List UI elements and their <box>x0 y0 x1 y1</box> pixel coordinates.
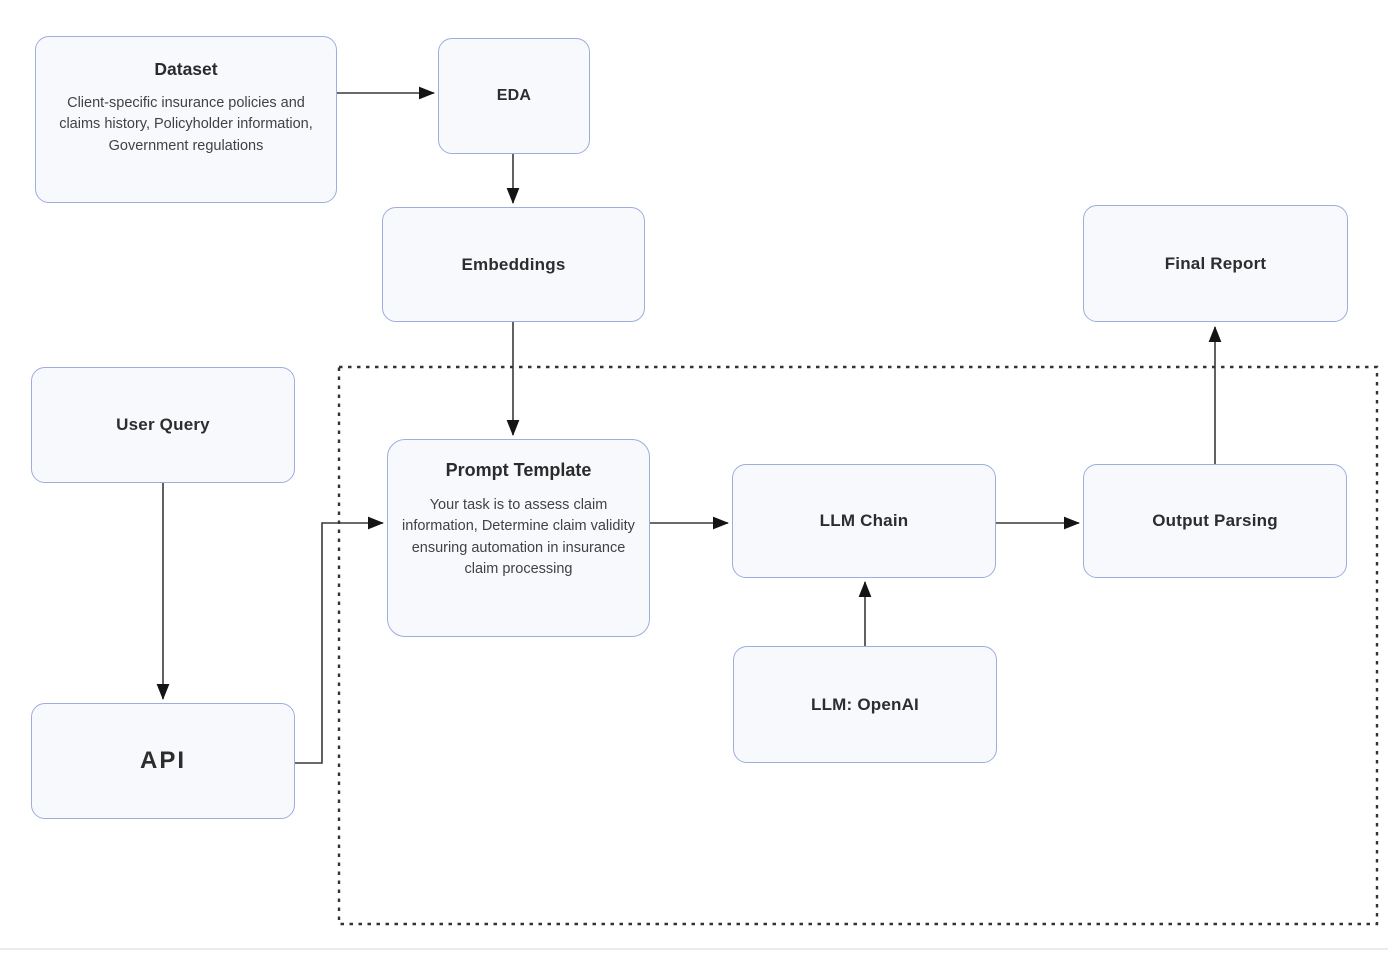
node-dataset-description: Client-specific insurance policies and c… <box>59 95 313 154</box>
node-prompt-template-title: Prompt Template <box>445 460 592 480</box>
node-llm-openai-label: LLM: OpenAI <box>811 694 919 714</box>
node-dataset: Dataset Client-specific insurance polici… <box>35 36 337 203</box>
node-user-query-label: User Query <box>116 415 210 434</box>
node-llm-openai: LLM: OpenAI <box>733 646 997 763</box>
node-prompt-template-description: Your task is to assess claim information… <box>402 497 635 578</box>
node-prompt-template: Prompt Template Your task is to assess c… <box>387 439 650 637</box>
node-output-parsing-label: Output Parsing <box>1152 511 1278 530</box>
node-output-parsing: Output Parsing <box>1083 464 1347 578</box>
node-api-label: API <box>139 747 186 774</box>
node-eda: EDA <box>438 38 590 154</box>
node-final-report-label: Final Report <box>1164 253 1267 273</box>
node-embeddings: Embeddings <box>382 207 645 322</box>
node-user-query: User Query <box>31 367 295 483</box>
node-dataset-title: Dataset <box>154 59 218 79</box>
node-embeddings-label: Embeddings <box>461 254 566 274</box>
node-llm-chain: LLM Chain <box>732 464 996 578</box>
page-bottom-divider <box>0 948 1388 950</box>
node-api: API <box>31 703 295 819</box>
node-llm-chain-label: LLM Chain <box>819 511 909 530</box>
node-final-report: Final Report <box>1083 205 1348 322</box>
node-eda-label: EDA <box>496 87 532 104</box>
edge-api-prompt-template <box>295 516 384 764</box>
